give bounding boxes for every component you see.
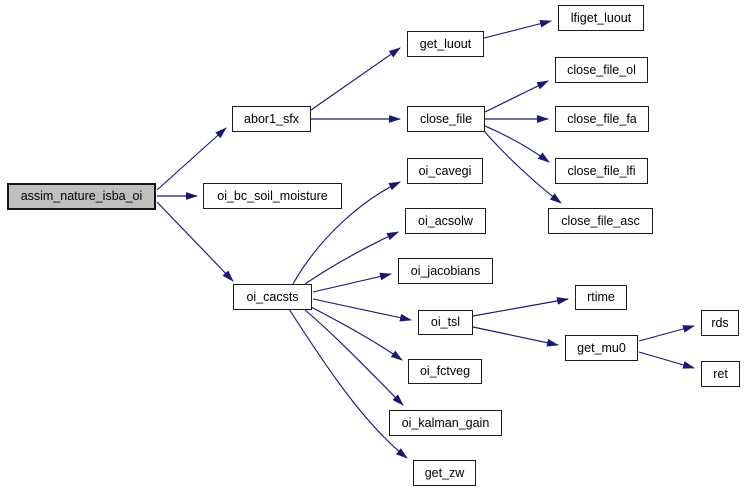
edge-close-file-to-close-file-asc xyxy=(483,130,562,204)
edge-assim-nature-isba-oi-to-abor1-sfx xyxy=(156,127,227,191)
graph-node-close-file-lfi[interactable]: close_file_lfi xyxy=(555,158,648,184)
edge-get-luout-to-lfiget-luout xyxy=(483,19,552,39)
graph-node-oi-tsl[interactable]: oi_tsl xyxy=(418,310,473,335)
graph-node-oi-acsolw[interactable]: oi_acsolw xyxy=(405,208,486,234)
edge-oi-cacsts-to-oi-acsolw xyxy=(304,231,399,285)
edge-get-mu0-to-ret xyxy=(638,351,695,369)
edge-oi-cacsts-to-oi-cavegi xyxy=(292,181,401,285)
graph-node-get-mu0[interactable]: get_mu0 xyxy=(565,335,638,361)
graph-node-get-zw[interactable]: get_zw xyxy=(413,460,476,486)
edge-oi-cacsts-to-oi-kalman-gain xyxy=(303,308,404,406)
edge-oi-cacsts-to-oi-jacobians xyxy=(312,272,392,293)
graph-node-close-file-asc[interactable]: close_file_asc xyxy=(548,208,653,234)
graph-node-oi-fctveg[interactable]: oi_fctveg xyxy=(408,359,482,384)
graph-node-rtime[interactable]: rtime xyxy=(575,285,627,310)
graph-node-lfiget-luout[interactable]: lfiget_luout xyxy=(558,5,644,31)
graph-node-oi-cavegi[interactable]: oi_cavegi xyxy=(407,158,483,184)
graph-node-ret[interactable]: ret xyxy=(701,361,740,387)
graph-node-assim-nature-isba-oi: assim_nature_isba_oi xyxy=(7,183,156,210)
graph-node-oi-bc-soil-moisture[interactable]: oi_bc_soil_moisture xyxy=(203,183,342,209)
graph-node-close-file-fa[interactable]: close_file_fa xyxy=(555,106,649,132)
graph-node-abor1-sfx[interactable]: abor1_sfx xyxy=(232,106,311,132)
edge-close-file-to-close-file-lfi xyxy=(484,125,550,163)
graph-node-close-file-ol[interactable]: close_file_ol xyxy=(555,57,648,83)
edge-close-file-to-close-file-ol xyxy=(484,80,549,113)
graph-node-close-file[interactable]: close_file xyxy=(407,106,485,132)
graph-node-oi-jacobians[interactable]: oi_jacobians xyxy=(398,258,493,284)
edge-abor1-sfx-to-get-luout xyxy=(310,47,401,111)
edge-oi-cacsts-to-oi-fctveg xyxy=(310,306,403,361)
graph-node-rds[interactable]: rds xyxy=(701,310,739,336)
graph-node-oi-kalman-gain[interactable]: oi_kalman_gain xyxy=(389,410,502,436)
edge-oi-cacsts-to-get-zw xyxy=(288,308,408,459)
edge-oi-tsl-to-rtime xyxy=(472,297,569,317)
graph-node-get-luout[interactable]: get_luout xyxy=(407,31,484,57)
graph-node-oi-cacsts[interactable]: oi_cacsts xyxy=(233,284,312,310)
edge-oi-cacsts-to-oi-tsl xyxy=(312,298,412,322)
edge-get-mu0-to-rds xyxy=(638,325,695,342)
edge-assim-nature-isba-oi-to-oi-cacsts xyxy=(156,201,234,282)
edge-oi-tsl-to-get-mu0 xyxy=(472,326,559,347)
